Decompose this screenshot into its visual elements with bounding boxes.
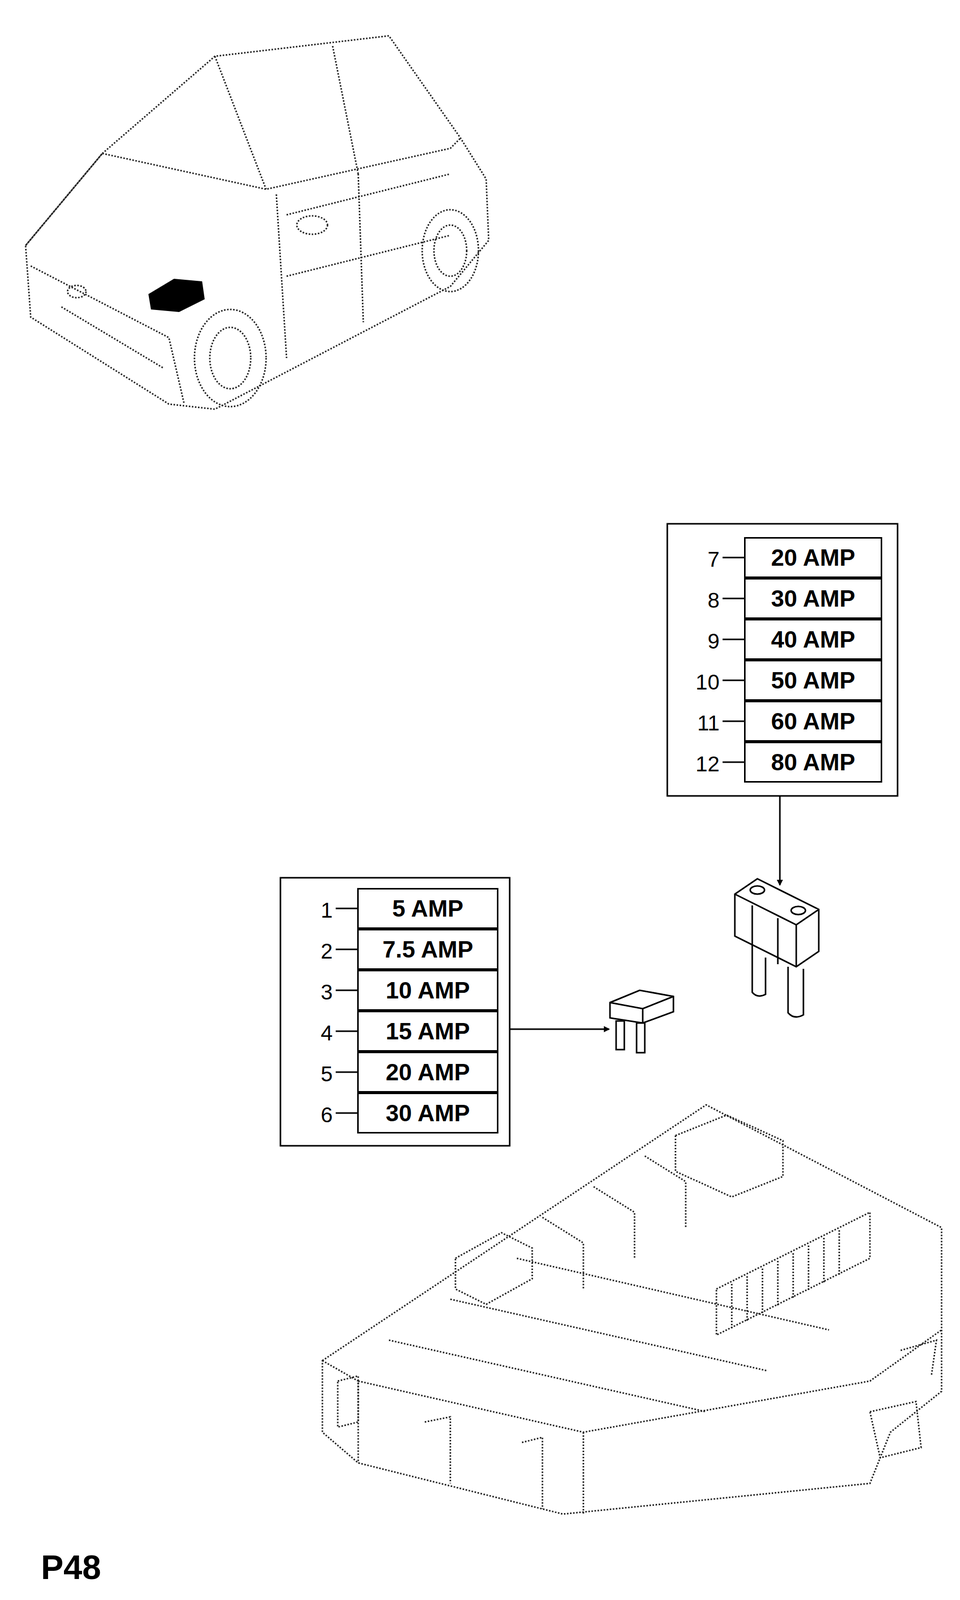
fuse-rating: 20 AMP (385, 1058, 470, 1087)
callout-number: 1 (320, 900, 333, 922)
fuse-rating-cell: 20 AMP (357, 1052, 499, 1094)
table-frame (667, 524, 898, 797)
page-code: P48 (40, 1551, 101, 1585)
fuse-rating: 50 AMP (771, 666, 856, 695)
callout-number: 7 (707, 549, 720, 571)
leader-lines (335, 557, 745, 1114)
fuse-rating: 10 AMP (385, 976, 470, 1005)
fuse-rating-cell: 15 AMP (357, 1011, 499, 1053)
fuse-rating-cell: 30 AMP (357, 1093, 499, 1134)
maxi-fuse (734, 879, 819, 1018)
fuse-rating-cell: 10 AMP (357, 970, 499, 1012)
fuse-rating: 40 AMP (771, 625, 856, 654)
callout-number: 11 (696, 712, 720, 735)
table-frame (280, 878, 510, 1147)
callout-number: 4 (320, 1022, 333, 1045)
callout-number: 2 (320, 941, 333, 963)
fuse-rating-cell: 20 AMP (744, 537, 883, 579)
fuse-rating: 80 AMP (771, 748, 856, 777)
fuse-rating-cell: 50 AMP (744, 660, 883, 702)
fuse-rating-cell: 5 AMP (357, 888, 499, 930)
fuse-rating: 60 AMP (771, 707, 856, 736)
fuse-rating: 5 AMP (392, 895, 464, 923)
fuse-rating: 30 AMP (385, 1099, 470, 1128)
callout-number: 9 (707, 630, 720, 653)
callout-number: 3 (320, 982, 333, 1004)
fuse-rating: 20 AMP (771, 543, 856, 572)
callout-number: 5 (320, 1063, 333, 1086)
mini-fuse (609, 990, 674, 1054)
fuse-rating-cell: 40 AMP (744, 619, 883, 661)
fuse-rating: 7.5 AMP (382, 935, 473, 964)
callout-number: 10 (695, 671, 720, 694)
fuse-rating-cell: 30 AMP (744, 578, 883, 620)
fuse-box (322, 1105, 942, 1515)
callout-number: 6 (320, 1104, 333, 1127)
car-illustration (25, 35, 489, 410)
fuse-rating: 30 AMP (771, 584, 856, 613)
fuse-rating-cell: 60 AMP (744, 701, 883, 743)
fuse-rating-cell: 80 AMP (744, 742, 883, 783)
pointer-arrow (779, 796, 781, 886)
pointer-arrow (509, 1029, 609, 1031)
fuse-rating-cell: 7.5 AMP (357, 929, 499, 971)
fuse-rating: 15 AMP (385, 1017, 470, 1046)
callout-number: 8 (707, 590, 720, 612)
fuse-box-location (148, 278, 205, 313)
callout-number: 12 (695, 753, 720, 776)
